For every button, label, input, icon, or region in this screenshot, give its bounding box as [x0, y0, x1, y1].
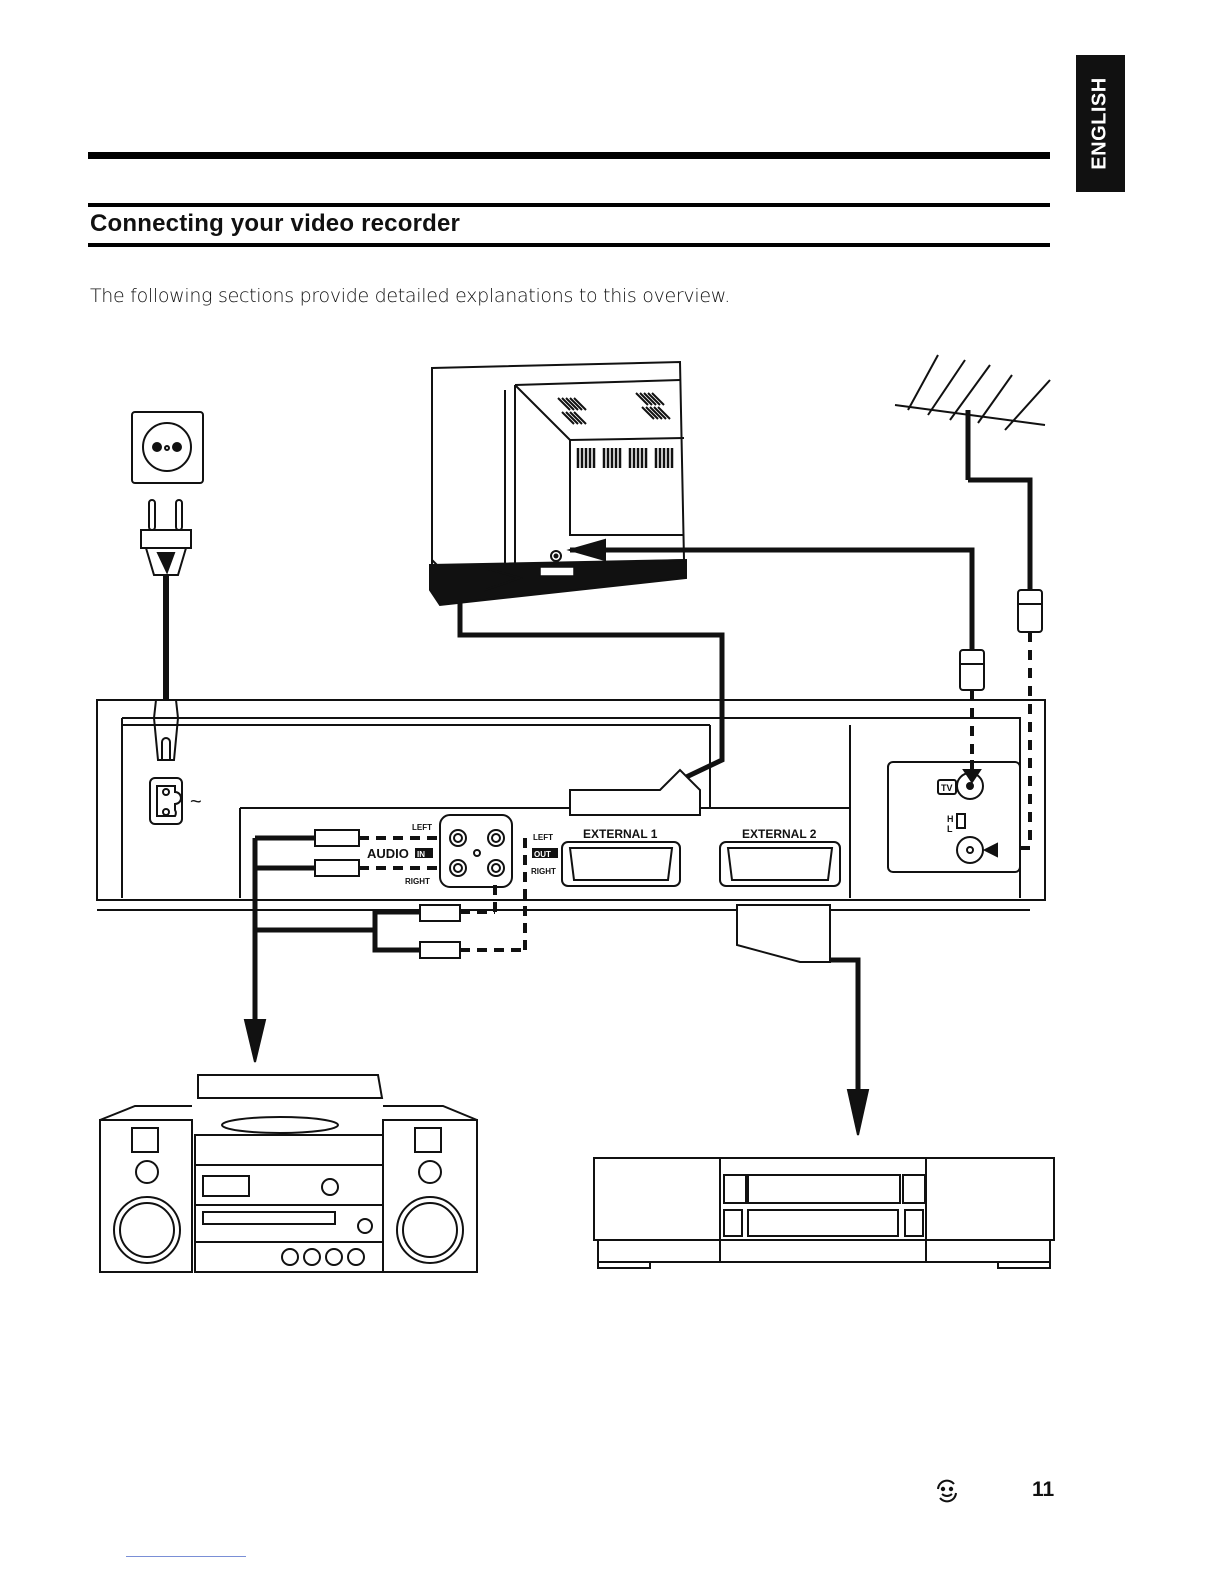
- scart-cable-to-second-vcr: [737, 905, 868, 1135]
- audio-in-left-label: LEFT: [412, 823, 432, 832]
- page-number: 11: [1032, 1478, 1054, 1502]
- smiley-refresh-icon: [932, 1476, 962, 1506]
- rf-level-high-label: H: [947, 814, 954, 824]
- hifi-system: [100, 1075, 477, 1272]
- mains-plug: [141, 500, 191, 760]
- audio-out-badge-label: OUT: [534, 850, 551, 859]
- external-2-label: EXTERNAL 2: [742, 827, 817, 841]
- scan-artifact: [126, 1556, 246, 1557]
- external-1-label: EXTERNAL 1: [583, 827, 658, 841]
- wall-socket: [132, 412, 203, 483]
- scart-cable-to-tv: [460, 568, 722, 780]
- audio-in-badge-label: IN: [417, 850, 425, 859]
- audio-out-right-label: RIGHT: [531, 867, 556, 876]
- rf-level-low-label: L: [947, 824, 953, 834]
- second-video-recorder: [594, 1158, 1054, 1268]
- audio-out-left-label: LEFT: [533, 833, 553, 842]
- mains-symbol: ~: [190, 791, 202, 813]
- tv-badge-label: TV: [941, 783, 953, 793]
- video-recorder-rear-panel: [97, 700, 1045, 910]
- television: [430, 362, 686, 605]
- audio-in-right-label: RIGHT: [405, 877, 430, 886]
- audio-label: AUDIO: [367, 846, 409, 861]
